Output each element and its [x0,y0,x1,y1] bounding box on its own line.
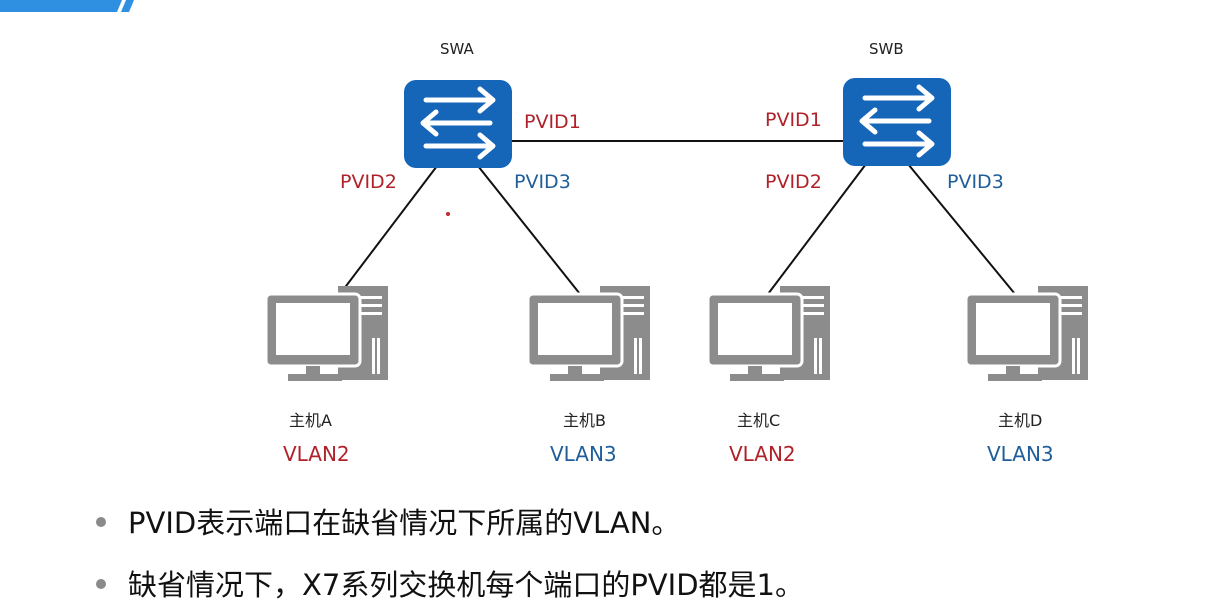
bullet-2-text: 缺省情况下，X7系列交换机每个端口的PVID都是1。 [128,568,804,602]
pvid-swb-left: PVID2 [765,171,822,193]
pvid-swb-uplink: PVID1 [765,109,822,131]
computer-b-icon [526,284,652,383]
computer-d-icon [964,284,1090,383]
pvid-swa-right: PVID3 [514,171,571,193]
host-d-label: 主机D [998,411,1043,430]
bullet-dot-icon [96,517,106,527]
pvid-swa-left: PVID2 [340,171,397,193]
top-accent-bar [0,0,134,12]
host-a-vlan: VLAN2 [283,442,350,466]
pvid-swb-right: PVID3 [947,171,1004,193]
switch-swb-label: SWB [869,40,904,58]
link-swb-hostD [907,163,1016,295]
bullet-1: PVID表示端口在缺省情况下所属的VLAN。 [96,500,680,542]
host-c-label: 主机C [737,411,781,430]
link-swa-hostB [477,165,581,295]
bullet-2: 缺省情况下，X7系列交换机每个端口的PVID都是1。 [96,562,804,604]
link-swb-hostC [767,163,867,295]
switch-swb-icon [843,78,951,166]
marker-dot [446,212,450,216]
switch-swa-label: SWA [440,40,474,58]
bullet-1-text: PVID表示端口在缺省情况下所属的VLAN。 [128,506,681,540]
host-a-label: 主机A [289,411,332,430]
host-b-vlan: VLAN3 [550,442,617,466]
link-swa-hostA [339,165,438,295]
pvid-swa-uplink: PVID1 [524,111,581,133]
host-b-label: 主机B [563,411,606,430]
bullet-dot-icon [96,579,106,589]
computer-a-icon [264,284,390,383]
computer-c-icon [706,284,832,383]
links [339,140,1016,295]
host-d-vlan: VLAN3 [987,442,1054,466]
host-c-vlan: VLAN2 [729,442,796,466]
switch-swa-icon [404,80,512,168]
